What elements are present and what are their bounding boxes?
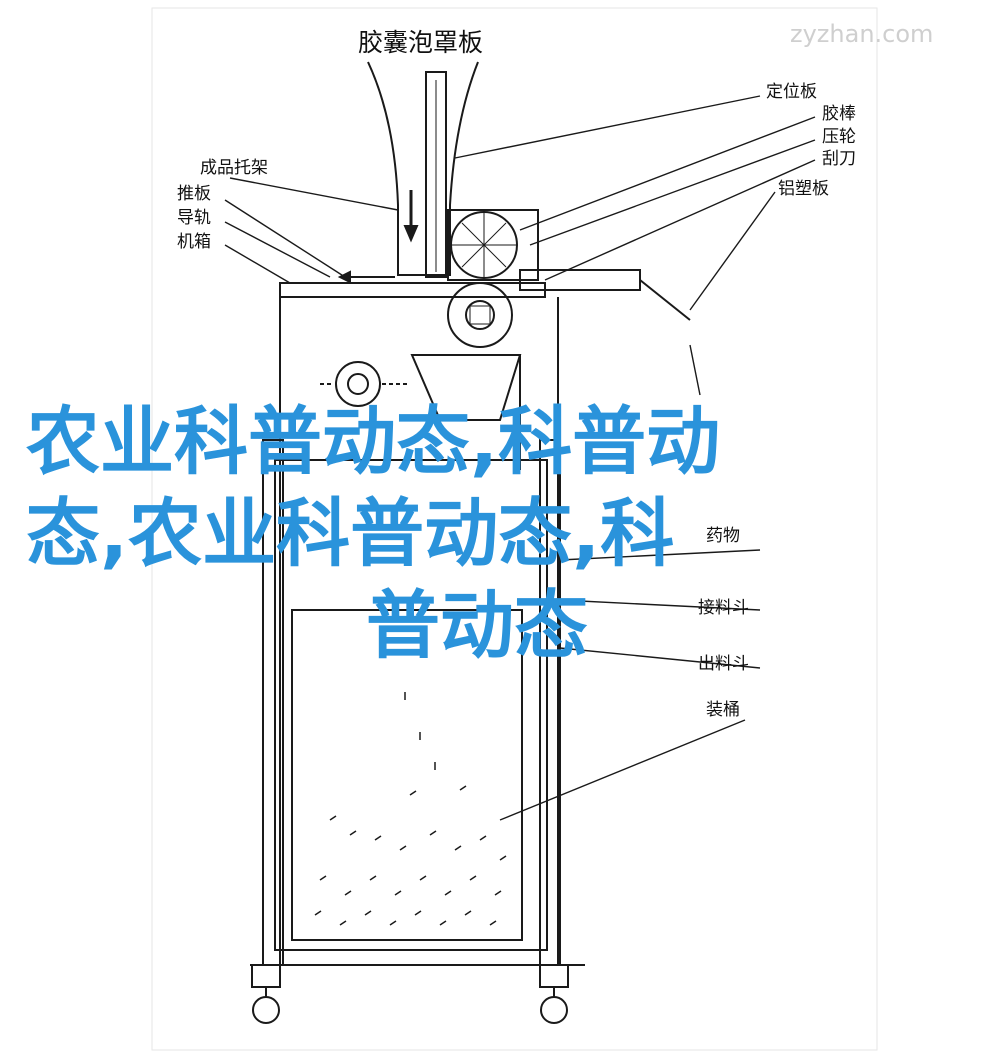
drive-gear: [335, 361, 381, 407]
overlay-line-1: 农业科普动态,科普动: [26, 399, 721, 485]
overlay-line-2: 态,农业科普动态,科: [26, 491, 675, 577]
paper-frame: [151, 7, 878, 1051]
collection-bucket: [291, 609, 523, 941]
overlay-line-3: 普动态: [366, 583, 588, 669]
press-wheel: [447, 282, 513, 348]
label-dingweiban: 定位板: [766, 82, 817, 102]
label-jieliaodou: 接料斗: [698, 598, 749, 618]
label-chuliaodou: 出料斗: [698, 654, 749, 674]
diagram-title: 胶囊泡罩板: [358, 28, 484, 57]
label-tuiban: 推板: [177, 184, 211, 204]
upper-roller: [450, 211, 518, 279]
label-yaowu: 药物: [706, 526, 740, 546]
label-daogui: 导轨: [177, 208, 211, 228]
label-yalun: 压轮: [822, 127, 856, 147]
label-guadao: 刮刀: [822, 149, 856, 169]
left-caster-mount: [251, 964, 281, 988]
right-caster-mount: [539, 964, 569, 988]
inner-frame: [274, 459, 548, 951]
label-lvsuban: 铝塑板: [778, 179, 829, 199]
capsule-hopper: [367, 61, 479, 276]
feed-chute: [410, 354, 522, 421]
watermark: zyzhan.com: [790, 20, 934, 48]
left-caster-wheel: [252, 996, 280, 1024]
label-jixiang: 机箱: [177, 232, 211, 252]
label-chengpintuojia: 成品托架: [200, 158, 268, 178]
right-caster-wheel: [540, 996, 568, 1024]
label-zhuangtong: 装桶: [706, 700, 740, 720]
overlay-headline: 农业科普动态,科普动 态,农业科普动态,科 普动态: [26, 396, 946, 672]
hopper-column: [425, 71, 447, 278]
label-jiaobang: 胶棒: [822, 104, 856, 124]
machine-top-plate: [279, 282, 546, 298]
